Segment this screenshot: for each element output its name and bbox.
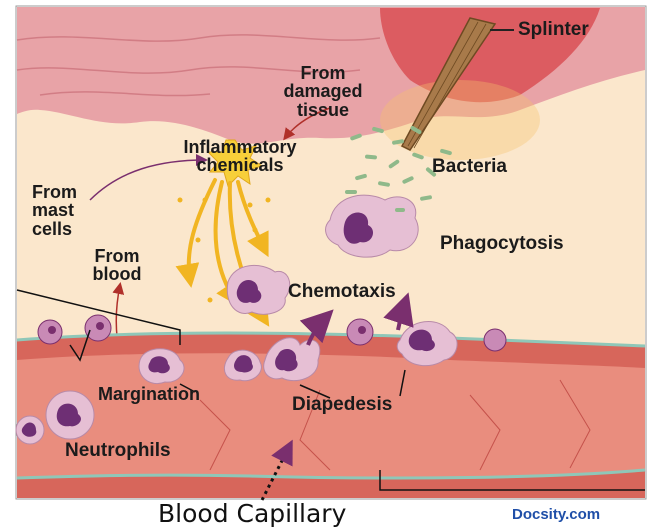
label-phagocytosis: Phagocytosis xyxy=(440,234,564,253)
label-blood-capillary: Blood Capillary xyxy=(158,499,346,528)
label-from-mast-cells: From mast cells xyxy=(32,183,77,238)
swelling-glow xyxy=(380,80,540,160)
label-inflammatory-chemicals: Inflammatory chemicals xyxy=(150,138,330,175)
watermark: Docsity.com xyxy=(512,506,600,523)
label-neutrophils: Neutrophils xyxy=(65,441,171,460)
phagocyte-cell xyxy=(326,195,419,257)
label-margination: Margination xyxy=(98,385,200,403)
label-chemotaxis: Chemotaxis xyxy=(288,282,396,301)
label-from-damaged-tissue: From damaged tissue xyxy=(268,64,378,119)
label-bacteria: Bacteria xyxy=(432,157,507,176)
label-from-blood: From blood xyxy=(72,247,162,284)
migrating-neutrophil xyxy=(227,265,289,314)
label-splinter: Splinter xyxy=(518,20,589,39)
label-diapedesis: Diapedesis xyxy=(292,395,392,414)
